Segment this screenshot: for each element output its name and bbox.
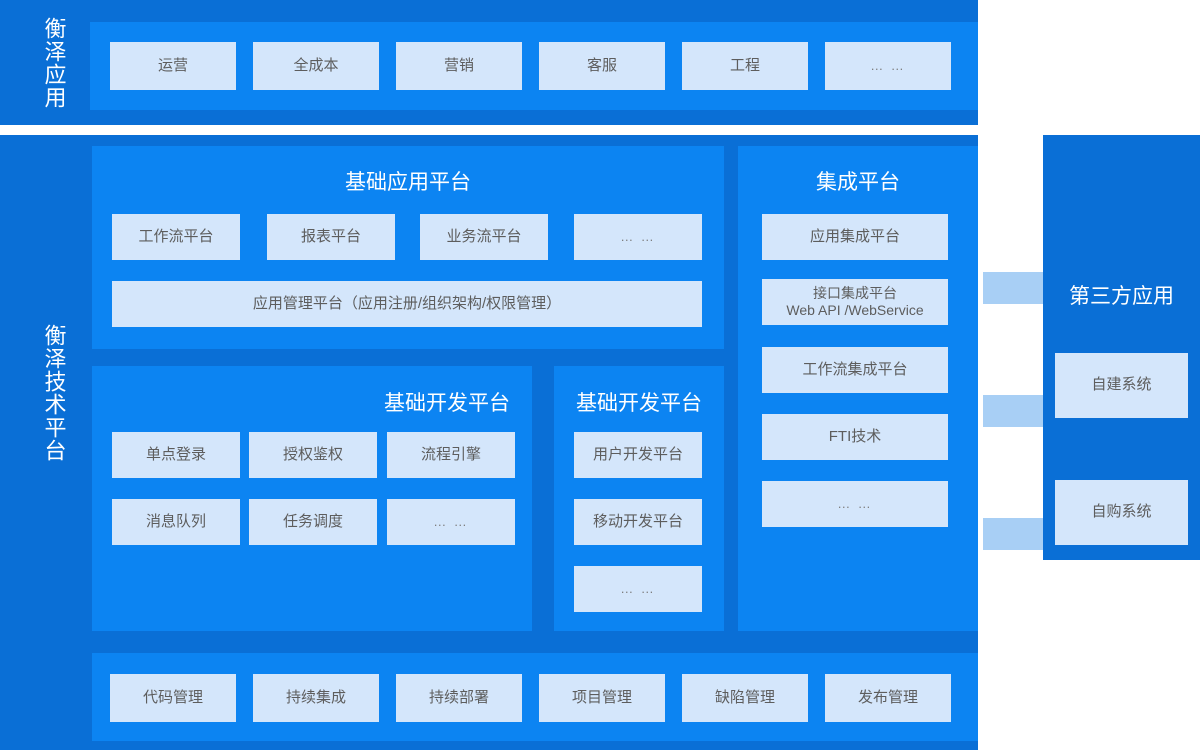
- base-dev-left-item-1[interactable]: 授权鉴权: [249, 432, 377, 478]
- third-party-item-0[interactable]: 自建系统: [1055, 353, 1188, 418]
- devops-item-3[interactable]: 项目管理: [539, 674, 665, 722]
- devops-item-0[interactable]: 代码管理: [110, 674, 236, 722]
- third-party-item-1[interactable]: 自购系统: [1055, 480, 1188, 545]
- integration-item-4[interactable]: … …: [762, 481, 948, 527]
- app-item-3[interactable]: 客服: [539, 42, 665, 90]
- app-item-4[interactable]: 工程: [682, 42, 808, 90]
- app-item-0[interactable]: 运营: [110, 42, 236, 90]
- app-item-2[interactable]: 营销: [396, 42, 522, 90]
- app-item-1[interactable]: 全成本: [253, 42, 379, 90]
- base-app-item-3[interactable]: … …: [574, 214, 702, 260]
- base-dev-right-item-2[interactable]: … …: [574, 566, 702, 612]
- base-app-item-1[interactable]: 报表平台: [267, 214, 395, 260]
- base-dev-right-item-0[interactable]: 用户开发平台: [574, 432, 702, 478]
- base-dev-platform-left-title: 基础开发平台: [384, 392, 510, 415]
- base-dev-left-item-5[interactable]: … …: [387, 499, 515, 545]
- base-dev-left-item-4[interactable]: 任务调度: [249, 499, 377, 545]
- connector-block-1: [983, 395, 1043, 427]
- integration-item-3[interactable]: FTI技术: [762, 414, 948, 460]
- base-app-platform-title: 基础应用平台: [345, 171, 471, 194]
- third-party-title: 第三方应用: [1069, 285, 1174, 308]
- base-dev-platform-right-title: 基础开发平台: [576, 392, 702, 415]
- base-app-item-2[interactable]: 业务流平台: [420, 214, 548, 260]
- base-dev-left-item-0[interactable]: 单点登录: [112, 432, 240, 478]
- devops-item-2[interactable]: 持续部署: [396, 674, 522, 722]
- devops-item-4[interactable]: 缺陷管理: [682, 674, 808, 722]
- base-app-item-0[interactable]: 工作流平台: [112, 214, 240, 260]
- connector-block-2: [983, 518, 1043, 550]
- devops-item-1[interactable]: 持续集成: [253, 674, 379, 722]
- devops-item-5[interactable]: 发布管理: [825, 674, 951, 722]
- integration-item-1[interactable]: 接口集成平台 Web API /WebService: [762, 279, 948, 325]
- integration-item-0[interactable]: 应用集成平台: [762, 214, 948, 260]
- connector-block-0: [983, 272, 1043, 304]
- app-layer-side-label: 衡泽应用: [41, 17, 67, 109]
- base-dev-platform-left-panel: [92, 366, 532, 631]
- app-item-5[interactable]: … …: [825, 42, 951, 90]
- base-dev-left-item-2[interactable]: 流程引擎: [387, 432, 515, 478]
- app-management-platform[interactable]: 应用管理平台（应用注册/组织架构/权限管理）: [112, 281, 702, 327]
- base-dev-right-item-1[interactable]: 移动开发平台: [574, 499, 702, 545]
- base-dev-left-item-3[interactable]: 消息队列: [112, 499, 240, 545]
- integration-platform-title: 集成平台: [816, 171, 900, 194]
- tech-layer-side-label: 衡泽技术平台: [41, 324, 67, 462]
- integration-item-2[interactable]: 工作流集成平台: [762, 347, 948, 393]
